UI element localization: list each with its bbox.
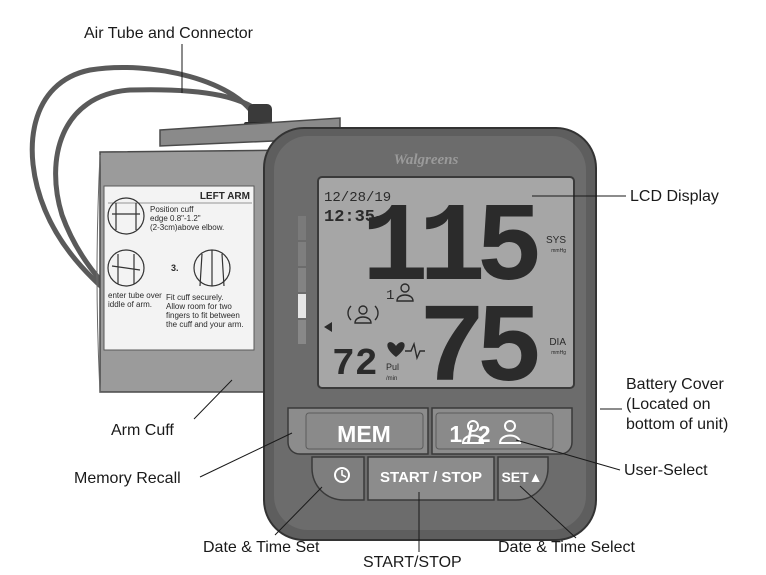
- callout-date-time-select: Date & Time Select: [498, 539, 635, 556]
- cuff-illustration-2: [107, 249, 145, 287]
- cuff-header: LEFT ARM: [200, 191, 250, 202]
- lcd-user-indicator: 1: [386, 288, 394, 304]
- lcd-pulse: 72: [332, 343, 378, 386]
- dia-unit: mmHg: [551, 350, 566, 356]
- lcd-diastolic: 75: [419, 287, 538, 414]
- lcd-arrow-indicator: [324, 322, 332, 332]
- leader-lines: [181, 44, 626, 552]
- cuff-step3-line3: fingers to fit between: [166, 311, 240, 320]
- pulse-unit: /min: [386, 376, 397, 382]
- date-time-set-button[interactable]: [311, 456, 365, 501]
- callout-lcd-display: LCD Display: [630, 188, 719, 205]
- bp-level-indicator: [298, 216, 306, 344]
- lcd-time: 12:35: [324, 208, 375, 227]
- battery-cover-line2: (Located on: [626, 396, 711, 413]
- lcd-date: 12/28/19: [324, 190, 391, 206]
- monitor-unit: Walgreens 12/28/19 12:35 PM SYS mmHg DIA…: [263, 127, 597, 541]
- cuff-illustration-3: [193, 249, 231, 287]
- cuff-step1-line3: (2-3cm)above elbow.: [150, 223, 224, 232]
- dia-label: DIA: [549, 337, 566, 348]
- cuff-step3-line1: Fit cuff securely.: [166, 293, 224, 302]
- sys-unit: mmHg: [551, 248, 566, 254]
- callout-memory-recall: Memory Recall: [74, 470, 181, 487]
- start-stop-button[interactable]: START / STOP: [367, 456, 495, 501]
- cuff-step2-line2: iddle of arm.: [108, 300, 152, 309]
- set-button-label: SET▲: [501, 469, 542, 485]
- callout-date-time-set: Date & Time Set: [203, 539, 320, 556]
- start-stop-button-label: START / STOP: [380, 469, 482, 486]
- pulse-label: Pul: [386, 362, 399, 372]
- callout-start-stop: START/STOP: [363, 554, 462, 571]
- callout-arm-cuff: Arm Cuff: [111, 422, 174, 439]
- cuff-step3-number: 3.: [171, 263, 179, 273]
- cuff-step3-line4: the cuff and your arm.: [166, 320, 244, 329]
- cuff-step2-line1: enter tube over: [108, 291, 162, 300]
- user1-icon: [461, 420, 485, 444]
- clock-icon: [334, 467, 350, 483]
- cuff-step1-line1: Position cuff: [150, 205, 194, 214]
- lcd-systolic: 115: [361, 186, 537, 313]
- user2-icon: [498, 420, 522, 444]
- cuff-illustration-1: [107, 197, 145, 235]
- battery-cover-line3: bottom of unit): [626, 416, 729, 433]
- callout-air-tube: Air Tube and Connector: [84, 25, 253, 42]
- arm-cuff: LEFT ARM Position cuff edge 0.8"-1.2" (2…: [96, 117, 341, 393]
- sys-label: SYS: [546, 235, 566, 246]
- lcd-display: 12/28/19 12:35 PM SYS mmHg DIA mmHg 115 …: [317, 176, 575, 414]
- cuff-step3-line2: Allow room for two: [166, 302, 232, 311]
- callout-user-select: User-Select: [624, 462, 708, 479]
- user-select-button[interactable]: 1 / 2: [431, 407, 573, 455]
- cuff-step1-line2: edge 0.8"-1.2": [150, 214, 201, 223]
- mem-button-label: MEM: [337, 421, 391, 447]
- brand-logo: Walgreens: [394, 152, 459, 168]
- callout-battery-cover: Battery Cover (Located on bottom of unit…: [626, 375, 766, 435]
- lcd-time-suffix: PM: [376, 216, 384, 224]
- lcd-user-icon: [396, 283, 414, 302]
- heart-icon: [387, 342, 405, 357]
- battery-cover-line1: Battery Cover: [626, 376, 724, 393]
- air-tube: [29, 65, 273, 333]
- mem-button[interactable]: MEM: [287, 407, 429, 455]
- pulse-wave-icon: [405, 341, 425, 361]
- set-button[interactable]: SET▲: [497, 456, 549, 501]
- lcd-voice-icon: [347, 305, 379, 324]
